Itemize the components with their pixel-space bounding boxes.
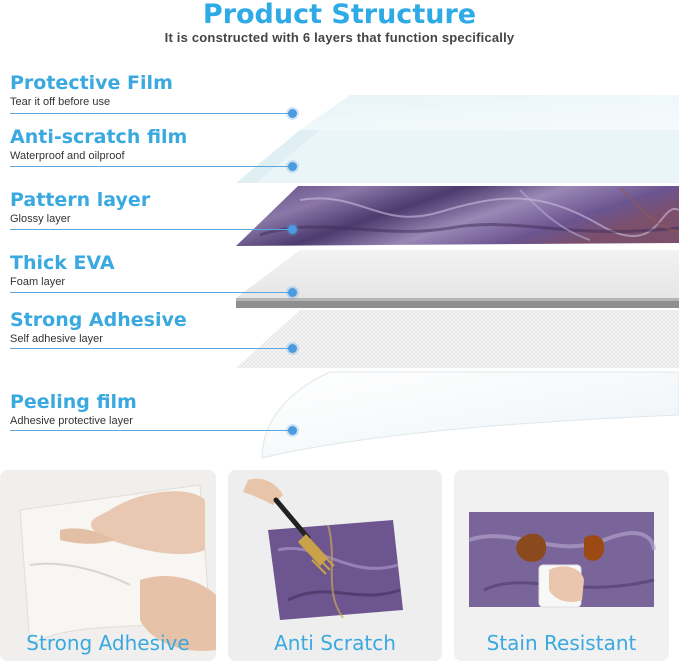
strong-adhesive-layer bbox=[236, 310, 679, 368]
leader-line bbox=[10, 292, 290, 293]
layer-name: Peeling film bbox=[10, 391, 137, 413]
layer-description: Adhesive protective layer bbox=[10, 415, 133, 427]
leader-line bbox=[10, 229, 290, 230]
layer-name: Anti-scratch film bbox=[10, 126, 188, 148]
leader-line bbox=[10, 113, 290, 114]
page-title: Product Structure bbox=[202, 0, 477, 30]
thick-eva-layer bbox=[236, 250, 679, 298]
layer-description: Self adhesive layer bbox=[10, 333, 103, 345]
page-subtitle: It is constructed with 6 layers that fun… bbox=[164, 30, 515, 45]
leader-line bbox=[10, 348, 290, 349]
layer-label-pattern: Pattern layer Glossy layer bbox=[10, 189, 150, 225]
layer-name: Protective Film bbox=[10, 72, 173, 94]
leader-dot bbox=[288, 162, 297, 171]
feature-caption: Anti Scratch bbox=[274, 631, 396, 655]
layer-description: Waterproof and oilproof bbox=[10, 150, 125, 162]
leader-dot bbox=[288, 288, 297, 297]
feature-caption: Strong Adhesive bbox=[26, 631, 190, 655]
feature-caption: Stain Resistant bbox=[486, 631, 637, 655]
peeling-film-layer bbox=[261, 371, 679, 459]
leader-dot bbox=[288, 426, 297, 435]
leader-dot bbox=[288, 225, 297, 234]
layer-name: Pattern layer bbox=[10, 189, 151, 211]
layer-description: Glossy layer bbox=[10, 213, 71, 225]
layer-description: Foam layer bbox=[10, 276, 66, 288]
layer-label-thick-eva: Thick EVA Foam layer bbox=[10, 252, 115, 288]
layer-label-strong-adhesive: Strong Adhesive Self adhesive layer bbox=[10, 309, 187, 345]
pattern-layer bbox=[236, 186, 679, 246]
feature-panel-anti-scratch: Anti Scratch bbox=[228, 470, 442, 661]
fork-scratch-illustration bbox=[228, 470, 442, 661]
wipe-stain-illustration bbox=[454, 470, 669, 661]
layer-description: Tear it off before use bbox=[10, 96, 111, 108]
layer-label-anti-scratch: Anti-scratch film Waterproof and oilproo… bbox=[10, 126, 187, 162]
leader-line bbox=[10, 430, 290, 431]
leader-line bbox=[10, 166, 290, 167]
protective-film-layer bbox=[300, 95, 679, 130]
leader-dot bbox=[288, 109, 297, 118]
layer-name: Thick EVA bbox=[10, 252, 115, 274]
layer-name: Strong Adhesive bbox=[10, 309, 187, 331]
layer-label-peeling-film: Peeling film Adhesive protective layer bbox=[10, 391, 137, 427]
feature-panel-stain-resistant: Stain Resistant bbox=[454, 470, 669, 661]
leader-dot bbox=[288, 344, 297, 353]
anti-scratch-layer bbox=[236, 130, 679, 183]
feature-panel-strong-adhesive: Strong Adhesive bbox=[0, 470, 216, 661]
layer-label-protective-film: Protective Film Tear it off before use bbox=[10, 72, 173, 108]
hand-peeling-illustration bbox=[0, 470, 216, 661]
layer-stack-illustration bbox=[236, 95, 679, 459]
